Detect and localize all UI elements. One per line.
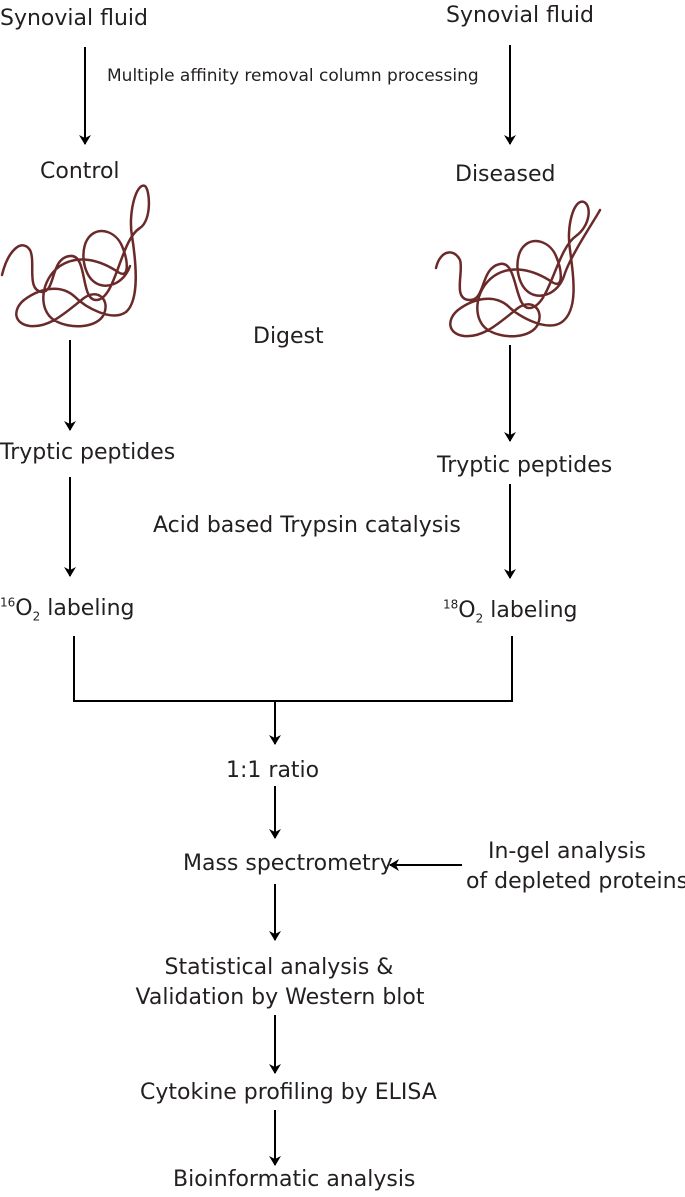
cytokine-profiling-label: Cytokine profiling by ELISA — [140, 1080, 437, 1105]
o16-labeling-label: 16O2 labeling — [0, 596, 134, 622]
diseased-label: Diseased — [455, 162, 556, 187]
control-protein-strand-icon — [0, 184, 151, 328]
o16-element: O — [15, 596, 33, 621]
o18-isotope: 18 — [443, 597, 459, 612]
o16-subscript: 2 — [32, 609, 41, 624]
o18-subscript: 2 — [475, 611, 484, 626]
left-source-label: Synovial fluid — [0, 6, 148, 31]
o16-isotope: 16 — [0, 595, 16, 610]
bioinformatic-analysis-label: Bioinformatic analysis — [173, 1167, 416, 1192]
trypsin-catalysis-label: Acid based Trypsin catalysis — [153, 513, 461, 538]
ingel-line2-label: of depleted proteins — [465, 869, 685, 894]
right-tryptic-peptides-label: Tryptic peptides — [437, 453, 613, 478]
digest-label: Digest — [253, 324, 324, 349]
o16-word: labeling — [47, 596, 135, 621]
o18-element: O — [458, 598, 476, 623]
column-processing-label: Multiple affinity removal column process… — [107, 66, 479, 86]
ratio-label: 1:1 ratio — [226, 758, 320, 783]
stats-line2-label: Validation by Western blot — [135, 985, 425, 1010]
left-tryptic-peptides-label: Tryptic peptides — [0, 440, 176, 465]
mass-spectrometry-label: Mass spectrometry — [183, 851, 393, 876]
o18-labeling-label: 18O2 labeling — [443, 598, 577, 624]
control-label: Control — [40, 159, 120, 184]
diseased-protein-strand-icon — [434, 200, 602, 338]
right-source-label: Synovial fluid — [446, 3, 594, 28]
ingel-line1-label: In-gel analysis — [487, 839, 647, 864]
stats-line1-label: Statistical analysis & — [164, 955, 394, 980]
o18-word: labeling — [490, 598, 578, 623]
